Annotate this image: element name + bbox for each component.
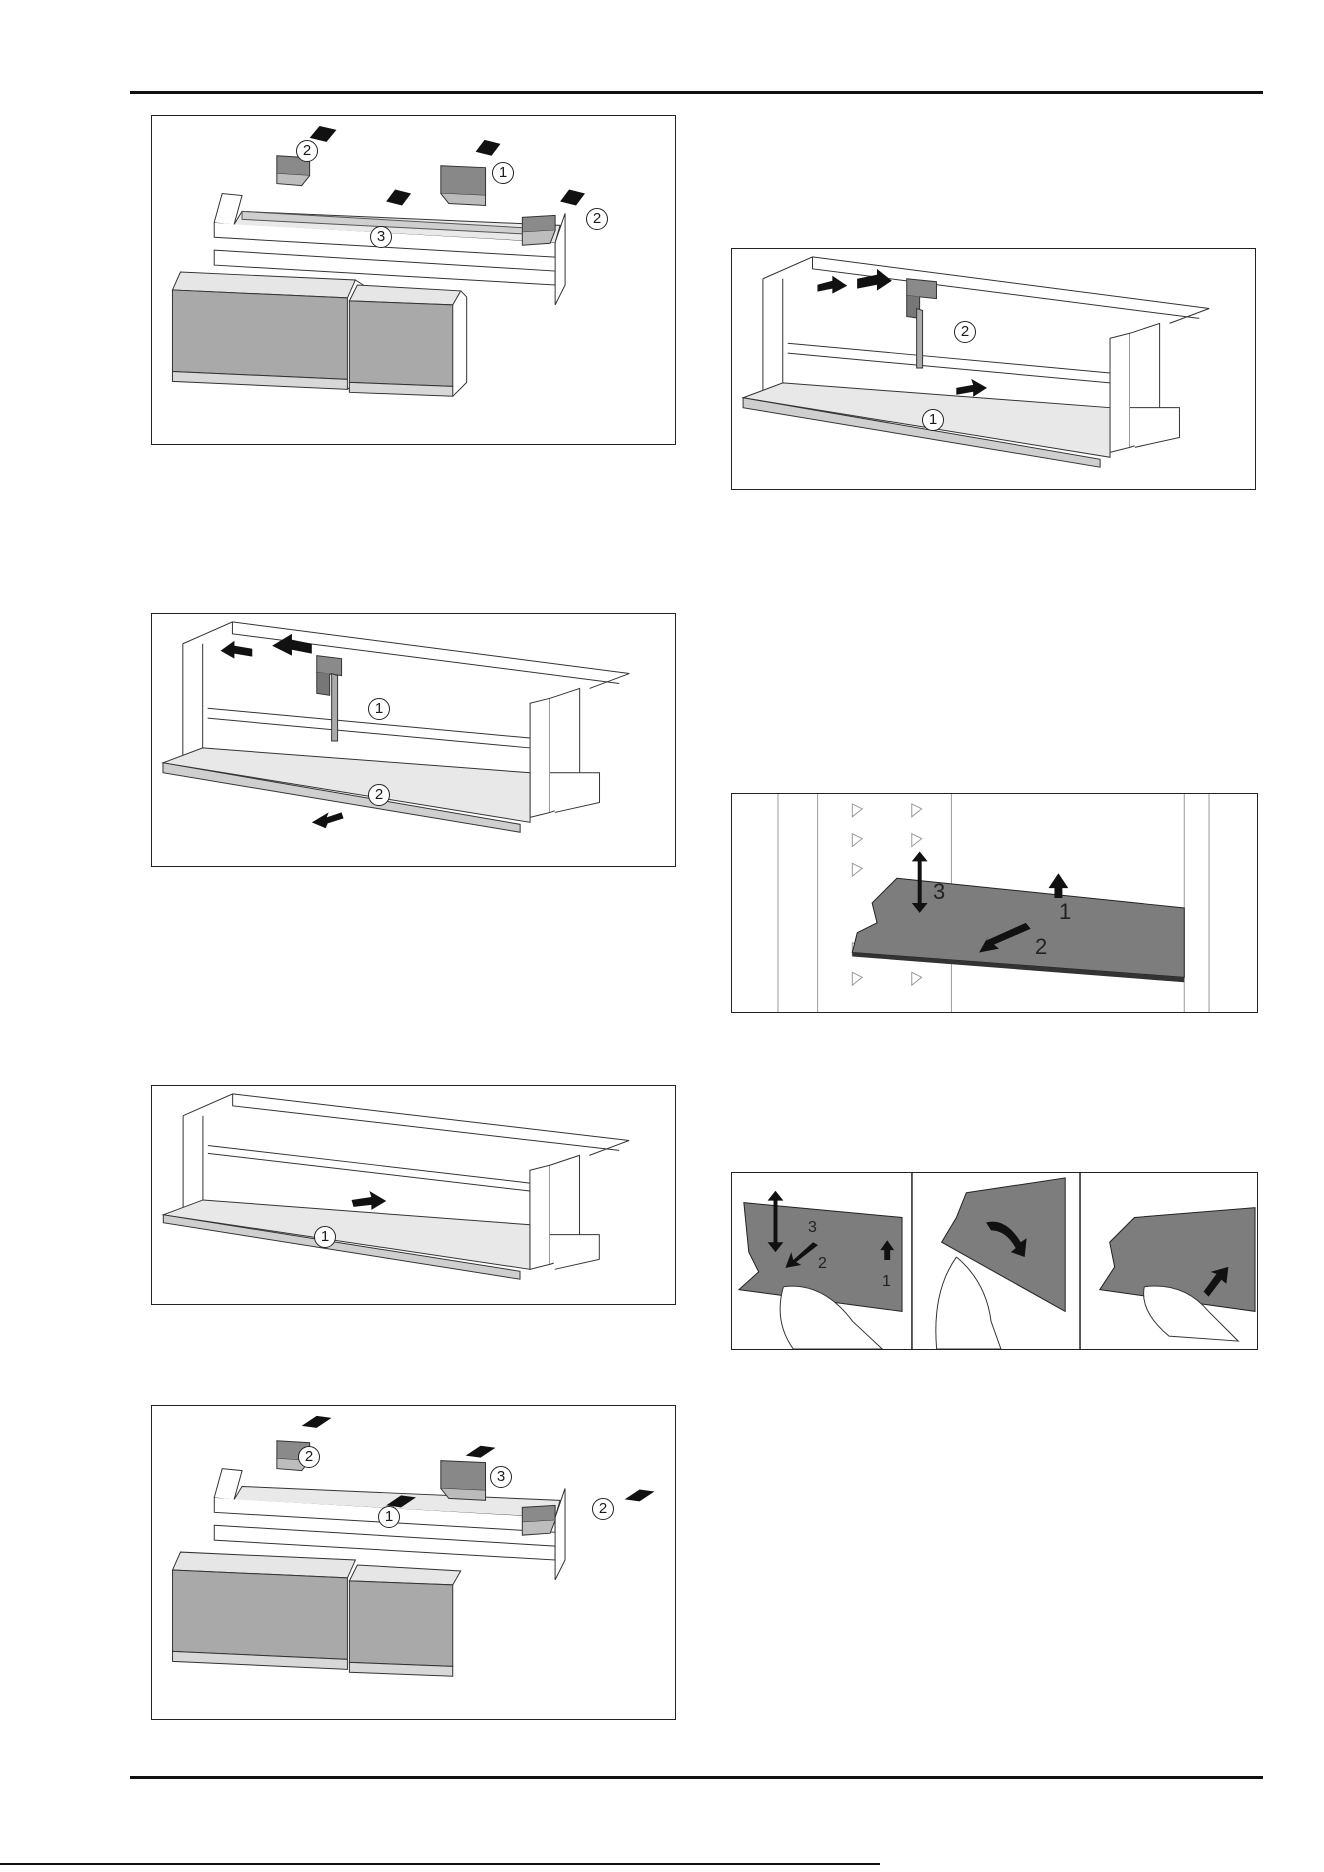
- shelf-handling-illustration: [732, 1173, 1257, 1349]
- callout-2-left: 2: [296, 140, 318, 162]
- figure-shelf-removal: 3 1 2: [731, 793, 1258, 1013]
- figure-shelf-handling: 3 2 1: [731, 1172, 1258, 1350]
- step-1: 1: [1059, 901, 1071, 923]
- callout-2-left: 2: [298, 1446, 320, 1468]
- drawer-installation-illustration: [152, 1406, 675, 1719]
- shelf-removal-illustration: [732, 794, 1257, 1012]
- callout-2: 2: [368, 784, 390, 806]
- callout-2: 2: [954, 321, 976, 343]
- callout-1: 1: [368, 698, 390, 720]
- callout-1: 1: [378, 1506, 400, 1528]
- step-1: 1: [882, 1271, 891, 1293]
- figure-drawer-installation: 2 1 2 3: [151, 1405, 676, 1720]
- header-rule: [130, 91, 1263, 94]
- step-3: 3: [933, 881, 945, 903]
- bottom-line: [0, 1863, 880, 1865]
- callout-1: 1: [492, 162, 514, 184]
- footer-rule: [130, 1776, 1263, 1779]
- step-3: 3: [808, 1217, 817, 1239]
- callout-3: 3: [370, 226, 392, 248]
- figure-panel-insertion: 1: [151, 1085, 676, 1305]
- panel-removal-illustration: [152, 614, 675, 866]
- step-2: 2: [1035, 936, 1047, 958]
- step-2: 2: [818, 1253, 827, 1275]
- panel-insertion-illustration: [152, 1086, 675, 1304]
- figure-panel-locking: 2 1: [731, 248, 1256, 490]
- callout-1: 1: [314, 1226, 336, 1248]
- drawer-removal-illustration: [152, 116, 675, 444]
- figure-drawer-removal: 1 2 2 3: [151, 115, 676, 445]
- callout-2-right: 2: [592, 1498, 614, 1520]
- figure-panel-removal: 1 2: [151, 613, 676, 867]
- callout-3: 3: [490, 1466, 512, 1488]
- callout-1: 1: [922, 409, 944, 431]
- panel-locking-illustration: [732, 249, 1255, 489]
- callout-2-right: 2: [586, 208, 608, 230]
